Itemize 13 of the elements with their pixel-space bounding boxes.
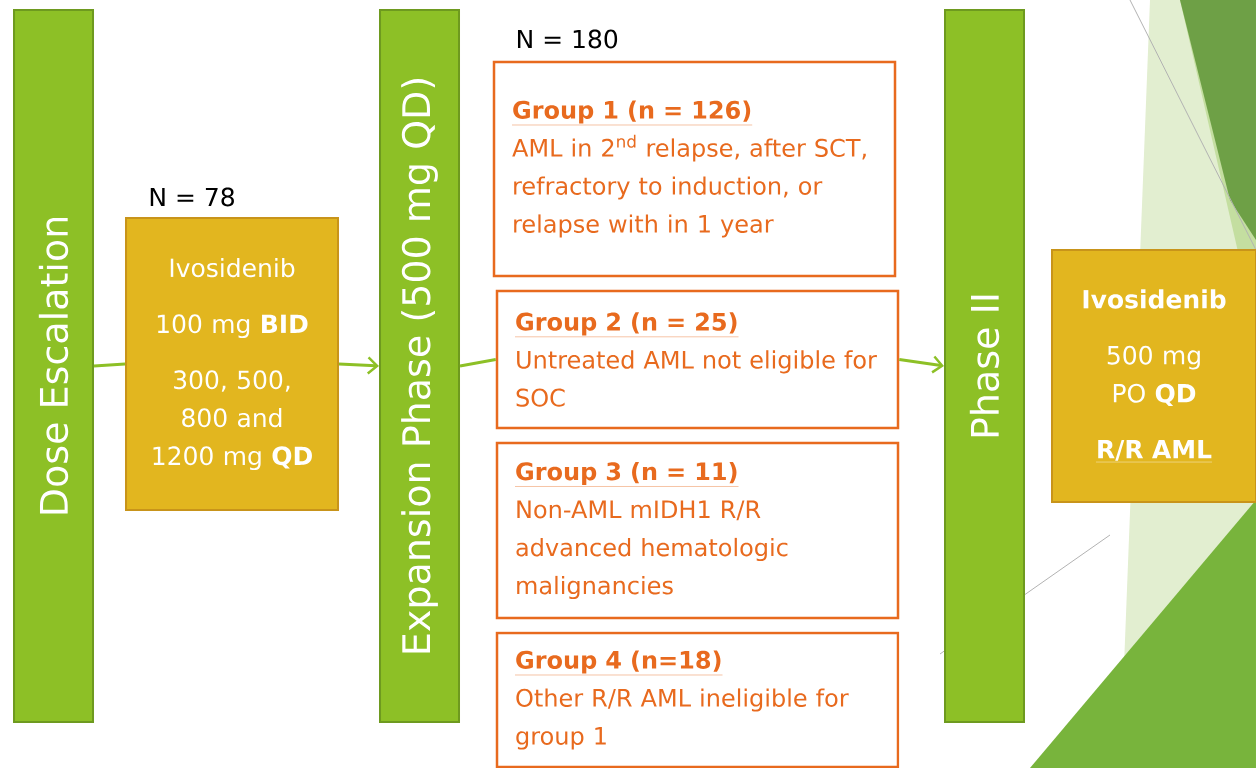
sample-size-text: N = 180 <box>518 29 618 49</box>
phase-bar: Phase II <box>944 9 1025 723</box>
sample-size-text: N = 78 <box>150 187 234 207</box>
arrow <box>338 356 379 375</box>
dosing-box: Ivosidenib 500 mg PO QD R/R AML <box>1051 249 1256 503</box>
group-box: Group 4 (n=18) Other R/R AML ineligible for group 1 <box>495 631 900 768</box>
phase-bar: Expansion Phase (500 mg QD) <box>379 9 460 723</box>
group-box: Group 1 (n = 126) AML in 2$^{nd}$ relapse, after SCT, refractory to induction, or relapse with in 1 year <box>492 60 897 278</box>
group-box: Group 2 (n = 25) Untreated AML not eligible for SOC <box>495 289 900 430</box>
phase-bar: Dose Escalation <box>13 9 94 723</box>
group-box: Group 3 (n = 11) Non-AML mIDH1 R/R advanced hematologic malignancies <box>495 441 900 620</box>
dosing-box: Ivosidenib 100 mg BID 300, 500, 800 and 1200 mg QD <box>125 217 339 511</box>
arrow <box>899 355 944 374</box>
